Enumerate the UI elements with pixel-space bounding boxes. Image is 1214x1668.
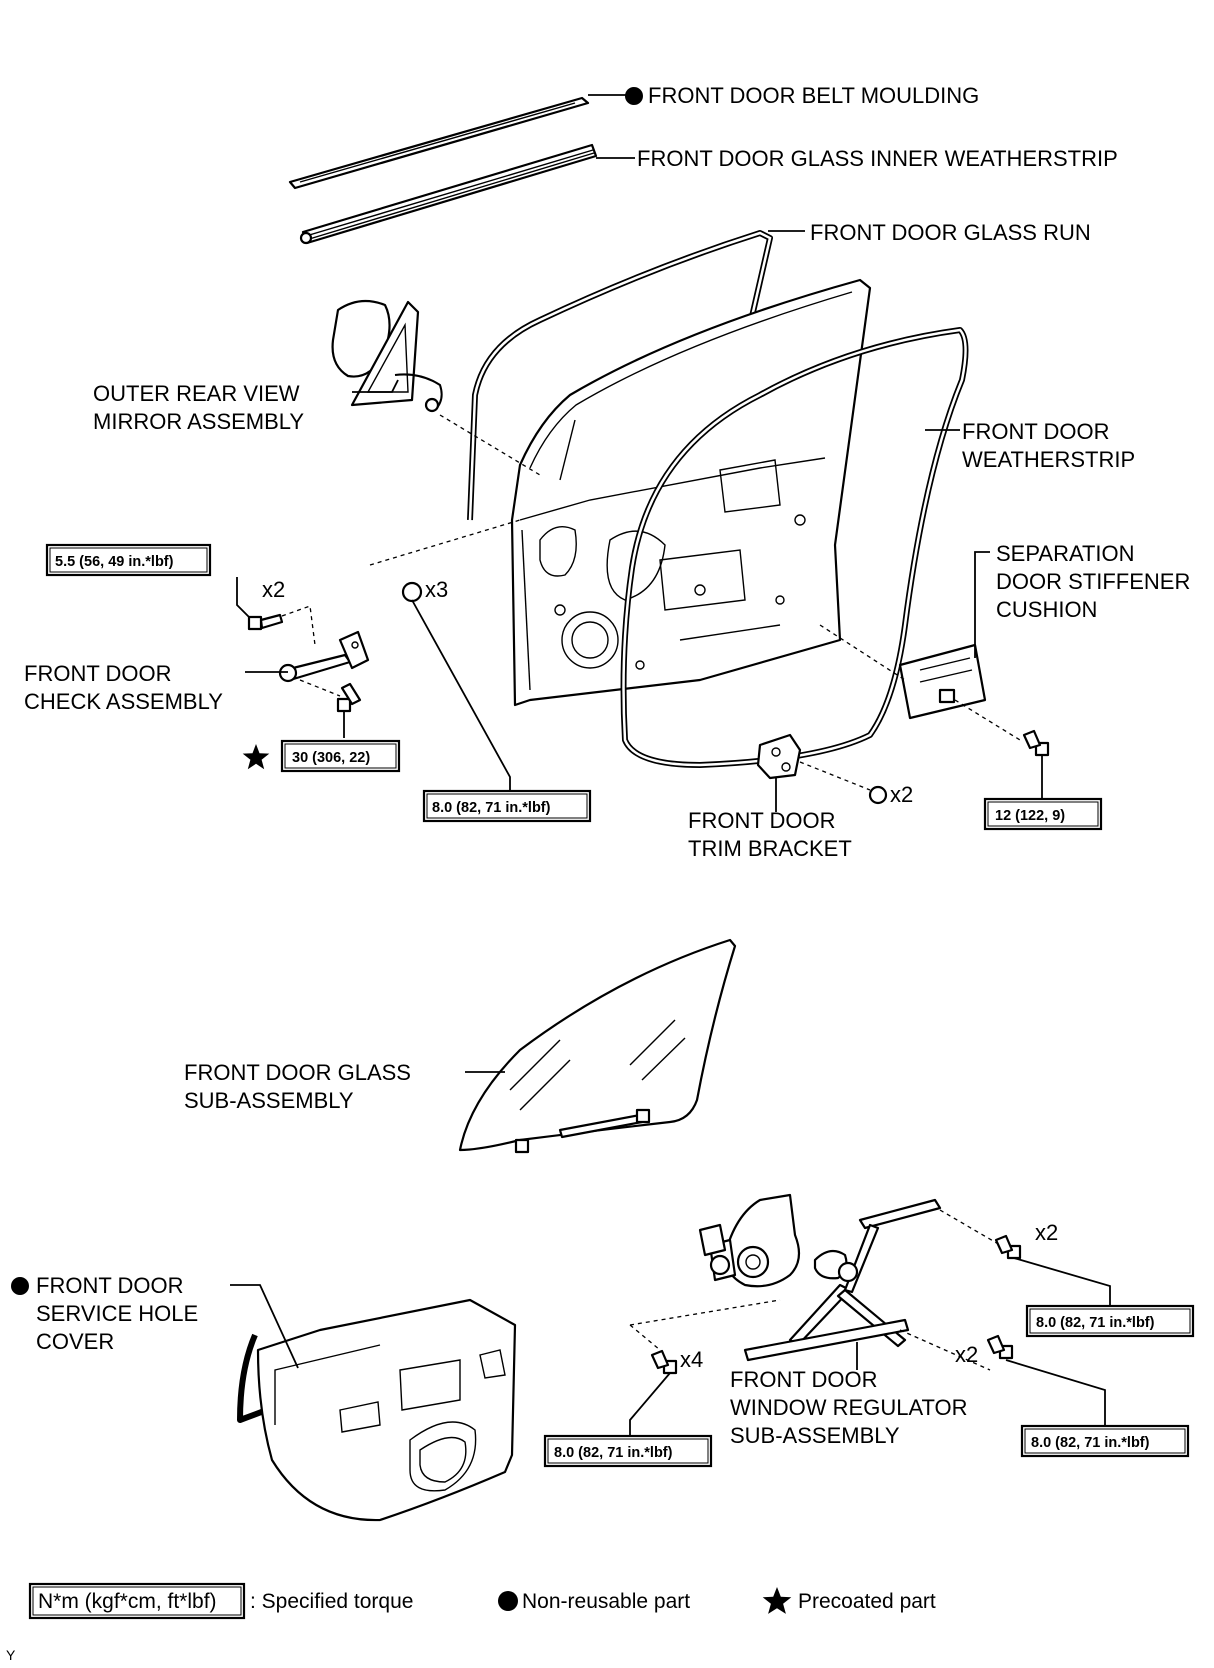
- torque-box-regulator-left: 8.0 (82, 71 in.*lbf): [543, 1434, 713, 1468]
- mirror-dash: [439, 414, 541, 476]
- legend-torque-units: N*m (kgf*cm, ft*lbf): [38, 1590, 217, 1613]
- trim-dash: [799, 761, 871, 791]
- regulator-left-dash: [629, 1299, 781, 1326]
- qty-trim-screws: x2: [890, 782, 913, 807]
- label-inner-weatherstrip: FRONT DOOR GLASS INNER WEATHERSTRIP: [637, 146, 1118, 171]
- window-regulator-part: [698, 1193, 942, 1362]
- qty-regulator-upper: x2: [1035, 1220, 1058, 1245]
- star-icon: [242, 744, 270, 770]
- corner-mark: Y: [6, 1647, 16, 1663]
- svg-text:5.5 (56, 49 in.*lbf): 5.5 (56, 49 in.*lbf): [55, 554, 174, 570]
- svg-text:8.0 (82, 71 in.*lbf): 8.0 (82, 71 in.*lbf): [1031, 1435, 1150, 1451]
- door-weatherstrip-part: [620, 327, 969, 768]
- outer-mirror-part: [331, 299, 443, 413]
- check-lower-bolt: [336, 682, 362, 713]
- star-icon: [762, 1587, 792, 1614]
- service-hole-cover-part: [237, 1298, 517, 1522]
- label-cushion-3: CUSHION: [996, 597, 1097, 622]
- label-trim-1: FRONT DOOR: [688, 808, 835, 833]
- filled-circle-icon: [11, 1277, 29, 1295]
- door-check-part: [278, 630, 370, 683]
- regulator-left-bolt: [650, 1349, 678, 1375]
- belt-moulding-part: [288, 96, 590, 190]
- label-mirror-2: MIRROR ASSEMBLY: [93, 409, 304, 434]
- check-upper-bolt: [247, 613, 284, 631]
- regulator-upper-dash: [939, 1209, 1001, 1246]
- qty-check-upper: x2: [262, 577, 285, 602]
- label-glass-2: SUB-ASSEMBLY: [184, 1088, 354, 1113]
- svg-text:8.0 (82, 71 in.*lbf): 8.0 (82, 71 in.*lbf): [1036, 1315, 1155, 1331]
- label-weatherstrip-2: WEATHERSTRIP: [962, 447, 1135, 472]
- torque-box-check-upper: 5.5 (56, 49 in.*lbf): [45, 543, 212, 577]
- inner-weatherstrip-part: [299, 143, 598, 245]
- trim-screw: [868, 785, 888, 805]
- door-panel-part: [510, 278, 872, 707]
- mirror-nut-dash: [369, 519, 521, 566]
- qty-mirror-nuts: x3: [425, 577, 448, 602]
- torque-box-mirror: 8.0 (82, 71 in.*lbf): [422, 789, 592, 823]
- label-glass-run: FRONT DOOR GLASS RUN: [810, 220, 1091, 245]
- torque-box-regulator-right-upper: 8.0 (82, 71 in.*lbf): [1025, 1304, 1195, 1338]
- stiffener-cushion-part: [898, 643, 987, 720]
- svg-text:12 (122, 9): 12 (122, 9): [995, 808, 1065, 824]
- check-lower-dash: [299, 679, 341, 697]
- regulator-left-dash-2: [629, 1324, 661, 1351]
- label-cushion-2: DOOR STIFFENER: [996, 569, 1190, 594]
- label-check-2: CHECK ASSEMBLY: [24, 689, 223, 714]
- label-check-1: FRONT DOOR: [24, 661, 171, 686]
- label-cushion-1: SEPARATION: [996, 541, 1135, 566]
- label-regulator-1: FRONT DOOR: [730, 1367, 877, 1392]
- label-service-2: SERVICE HOLE: [36, 1301, 198, 1326]
- svg-text:30 (306, 22): 30 (306, 22): [292, 750, 370, 766]
- legend: N*m (kgf*cm, ft*lbf) : Specified torque …: [28, 1582, 936, 1620]
- label-belt-moulding: FRONT DOOR BELT MOULDING: [648, 83, 979, 108]
- label-weatherstrip-1: FRONT DOOR: [962, 419, 1109, 444]
- torque-box-cushion: 12 (122, 9): [983, 797, 1103, 831]
- legend-nonreusable-desc: Non-reusable part: [522, 1590, 690, 1613]
- label-regulator-2: WINDOW REGULATOR: [730, 1395, 968, 1420]
- label-glass-1: FRONT DOOR GLASS: [184, 1060, 411, 1085]
- cushion-bolt-dash: [954, 699, 1021, 741]
- label-service-3: COVER: [36, 1329, 114, 1354]
- regulator-upper-bolt: [994, 1234, 1022, 1260]
- label-service-1: FRONT DOOR: [36, 1273, 183, 1298]
- filled-circle-icon: [498, 1591, 518, 1611]
- label-mirror-1: OUTER REAR VIEW: [93, 381, 300, 406]
- legend-torque-desc: : Specified torque: [250, 1590, 413, 1613]
- filled-circle-icon: [625, 87, 643, 105]
- qty-regulator-lower: x4: [680, 1347, 703, 1372]
- label-trim-2: TRIM BRACKET: [688, 836, 852, 861]
- door-glass-part: [458, 938, 737, 1154]
- svg-text:8.0 (82, 71 in.*lbf): 8.0 (82, 71 in.*lbf): [554, 1445, 673, 1461]
- trim-bracket-part: [756, 733, 802, 780]
- label-regulator-3: SUB-ASSEMBLY: [730, 1423, 900, 1448]
- cushion-bolt: [1022, 729, 1050, 757]
- legend-precoated-desc: Precoated part: [798, 1590, 936, 1613]
- regulator-mid-dash: [899, 1329, 991, 1371]
- glass-run-part: [467, 230, 773, 521]
- leader-lines: [230, 94, 1111, 1437]
- cushion-dash: [819, 624, 906, 681]
- svg-text:8.0 (82, 71 in.*lbf): 8.0 (82, 71 in.*lbf): [432, 800, 551, 816]
- regulator-mid-bolt: [986, 1334, 1014, 1360]
- mirror-nut: [401, 581, 423, 603]
- legend-torque-box: [28, 1582, 246, 1620]
- torque-box-check-lower: 30 (306, 22): [242, 739, 401, 773]
- check-upper-dash: [281, 605, 316, 646]
- qty-regulator-mid: x2: [955, 1342, 978, 1367]
- torque-box-regulator-right-lower: 8.0 (82, 71 in.*lbf): [1020, 1424, 1190, 1458]
